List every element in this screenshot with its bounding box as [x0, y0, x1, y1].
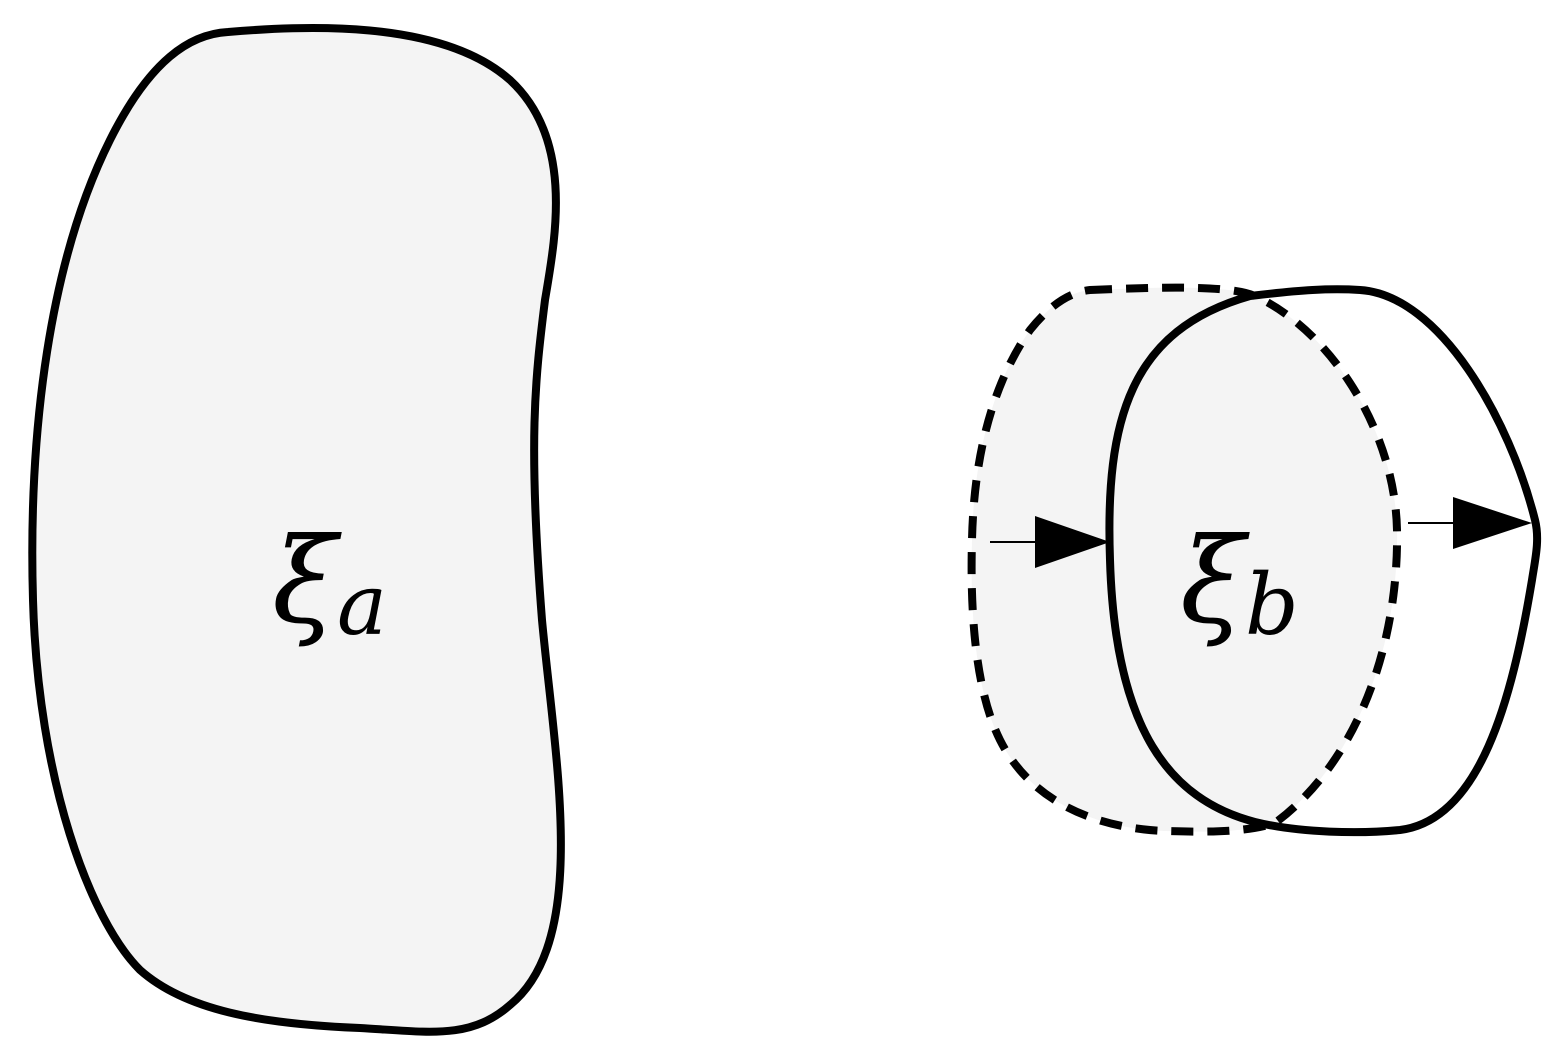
region-b-previous-boundary: [967, 283, 1402, 836]
region-a-label: ξa: [272, 512, 387, 654]
displacement-arrow-left: [990, 516, 1110, 568]
region-b: ξb: [967, 283, 1542, 837]
region-b-label: ξb: [1180, 512, 1299, 654]
region-a-shape: [28, 24, 565, 1036]
region-b-current-boundary: [1105, 285, 1542, 837]
displacement-arrow-right: [1408, 497, 1532, 549]
region-a: ξa: [28, 24, 565, 1036]
